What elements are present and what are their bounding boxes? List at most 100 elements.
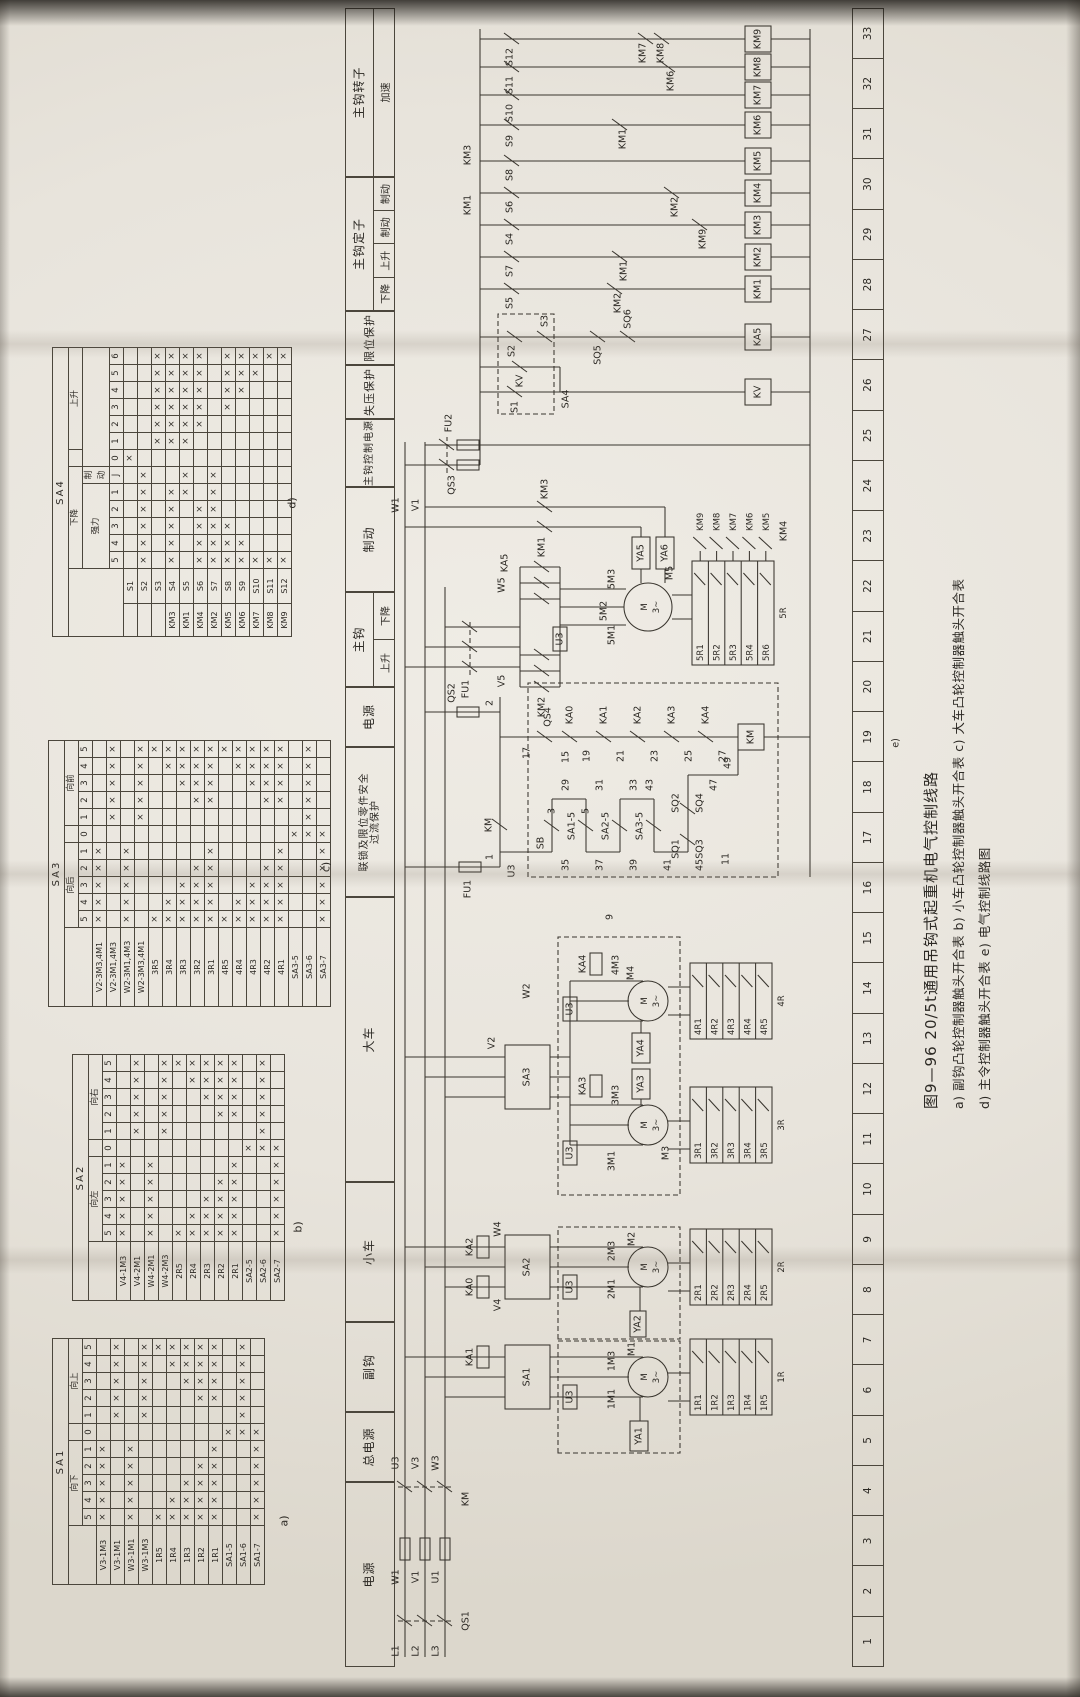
contact-mark-cell: × <box>249 364 264 382</box>
contact-mark-cell <box>242 1122 257 1140</box>
contact-symbol <box>663 186 680 199</box>
contact-mark-cell <box>151 517 166 535</box>
contact-symbol <box>416 1614 433 1627</box>
contact-mark-cell: × <box>120 842 135 860</box>
schematic-label: 11 <box>720 852 732 866</box>
bank-contact-symbol <box>741 974 753 988</box>
contact-mark-cell: × <box>214 1190 229 1208</box>
schematic-label: S6 <box>504 200 516 214</box>
resistor-tap-label: 1R5 <box>760 1394 770 1411</box>
contact-mark-cell <box>130 1207 145 1225</box>
contact-mark-cell: × <box>200 1190 215 1208</box>
ruler-cell: 17 <box>853 812 883 863</box>
schematic-label: e) <box>890 738 902 748</box>
contact-mark-cell <box>288 740 303 758</box>
contact-mark-cell <box>194 1423 209 1441</box>
panel-dashed-box <box>557 1226 681 1340</box>
contact-mark-cell <box>235 466 250 484</box>
contact-mark-cell: × <box>165 364 180 382</box>
motor-symbol <box>627 980 669 1022</box>
contact-symbol <box>503 282 520 295</box>
contact-mark-cell <box>134 859 149 877</box>
contact-symbol <box>396 1614 413 1627</box>
schematic-label: V5 <box>496 674 508 688</box>
contact-mark-cell <box>124 1389 139 1407</box>
schematic-label: 21 <box>615 749 627 763</box>
ruler-cell: 15 <box>853 913 883 964</box>
table-row-label: SA3-7 <box>316 927 331 1007</box>
contact-mark-cell <box>176 791 191 809</box>
contact-mark-cell <box>249 500 264 518</box>
contact-mark-cell: × <box>165 398 180 416</box>
section-header: 小车 <box>345 1182 395 1322</box>
schematic-label: FU1 <box>462 879 474 899</box>
ruler-cell: 30 <box>853 159 883 210</box>
contact-mark-cell: × <box>96 1491 111 1509</box>
table-row-label: 1R3 <box>180 1525 195 1585</box>
contact-mark-cell: × <box>110 1355 125 1373</box>
contact-mark-cell <box>302 859 317 877</box>
contact-mark-cell: × <box>148 910 163 928</box>
contact-mark-cell: × <box>302 774 317 792</box>
schematic-label: SA4 <box>560 389 572 409</box>
contact-mark-cell <box>180 1423 195 1441</box>
section-header: 制动 <box>345 487 395 592</box>
contact-mark-cell: × <box>302 757 317 775</box>
ruler-cell: 18 <box>853 762 883 813</box>
contact-mark-cell <box>144 1105 159 1123</box>
contact-mark-cell <box>172 1190 187 1208</box>
contact-mark-cell <box>204 808 219 826</box>
contact-mark-cell: × <box>250 1508 265 1526</box>
contact-mark-cell: × <box>232 757 247 775</box>
contact-mark-cell: × <box>221 517 236 535</box>
schematic-label: SQ4 <box>694 793 706 813</box>
section-header: 电源 <box>345 1482 395 1667</box>
contact-mark-cell <box>137 398 152 416</box>
ruler-cell: 14 <box>853 963 883 1014</box>
contact-mark-cell <box>134 893 149 911</box>
contact-mark-cell <box>120 757 135 775</box>
section-subheader: 上升 <box>380 653 392 673</box>
contact-symbol <box>659 60 676 73</box>
contact-mark-cell <box>179 551 194 569</box>
contact-mark-cell: × <box>214 1071 229 1089</box>
schematic-label: S2 <box>506 344 518 358</box>
contact-mark-cell <box>256 1156 271 1174</box>
contact-mark-cell <box>124 1406 139 1424</box>
contact-mark-cell <box>277 466 292 484</box>
contact-mark-cell: × <box>190 859 205 877</box>
contact-mark-cell: × <box>260 910 275 928</box>
schematic-label: KM4 <box>778 520 790 542</box>
contact-mark-cell: × <box>218 910 233 928</box>
contact-mark-cell: × <box>232 893 247 911</box>
contact-mark-cell: × <box>194 1338 209 1356</box>
contact-mark-cell: × <box>218 740 233 758</box>
contact-mark-cell <box>176 859 191 877</box>
table-row-label: KM2 <box>207 603 222 637</box>
contact-mark-cell: × <box>144 1224 159 1242</box>
panel-dashed-box <box>497 313 555 415</box>
contact-mark-cell: × <box>193 398 208 416</box>
contact-mark-cell: × <box>228 1224 243 1242</box>
contact-mark-cell: × <box>221 381 236 399</box>
table-row-label: 2R1 <box>228 1241 243 1301</box>
contact-mark-cell <box>249 483 264 501</box>
contact-mark-cell: × <box>236 1423 251 1441</box>
table-row-label: S1 <box>123 568 138 604</box>
contact-mark-cell: × <box>138 1372 153 1390</box>
ruler-cell: 25 <box>853 410 883 461</box>
schematic-label: S4 <box>504 232 516 246</box>
contact-mark-cell <box>151 449 166 467</box>
contact-symbol <box>503 118 520 131</box>
contact-mark-cell: × <box>179 483 194 501</box>
contact-mark-cell: × <box>207 551 222 569</box>
section-header: 副钩 <box>345 1322 395 1412</box>
contact-mark-cell <box>110 1508 125 1526</box>
contact-mark-cell <box>186 1139 201 1157</box>
contact-symbol <box>511 360 528 373</box>
contact-mark-cell: × <box>236 1406 251 1424</box>
contact-mark-cell <box>144 1071 159 1089</box>
contact-mark-cell: × <box>274 740 289 758</box>
